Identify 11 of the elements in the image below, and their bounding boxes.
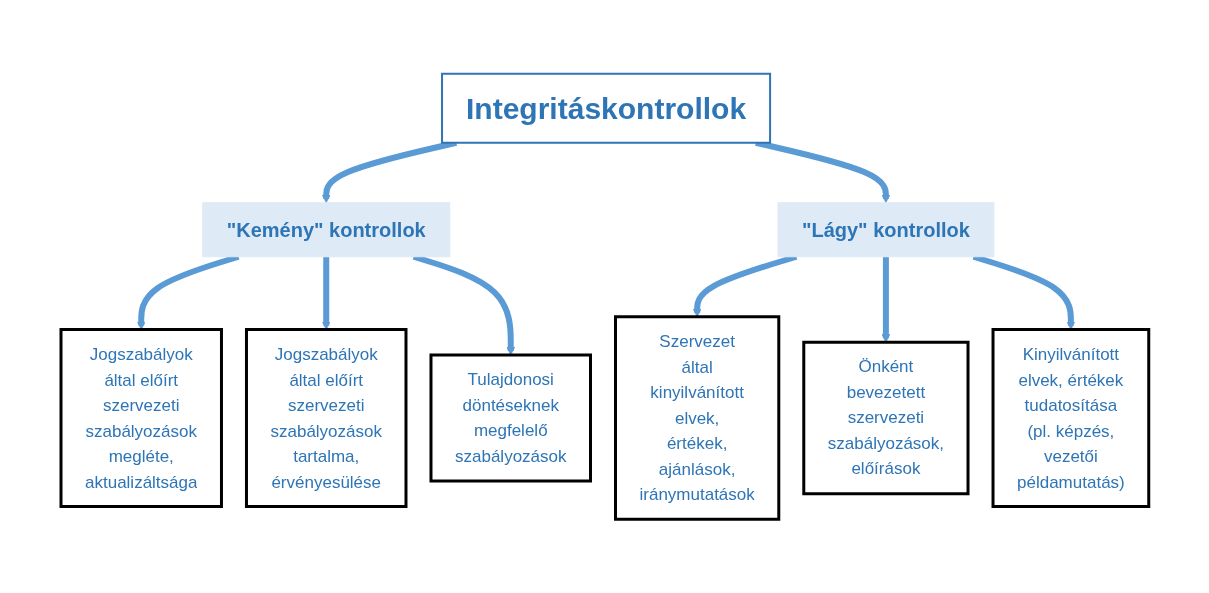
node-box: Integritáskontrollok [440, 72, 771, 144]
arrow [881, 256, 890, 343]
node-box: Tulajdonosi döntéseknek megfelelő szabályozások [429, 353, 592, 483]
node-box: Jogszabályok által előírt szervezeti szabályozások megléte, aktualizáltsága [59, 328, 223, 508]
arrow [321, 256, 331, 330]
node-box: "Kemény" kontrollok [201, 202, 450, 258]
node-box: Önként bevezetett szervezeti szabályozások, előírások [801, 340, 970, 496]
node-box: Kinyilvánított elvek, értékek tudatosítása (pl. képzés, vezetői példamutatás) [991, 328, 1150, 508]
node-box: "Lágy" kontrollok [777, 202, 994, 258]
node-box: Jogszabályok által előírt szervezeti szabályozások tartalma, érvényesülése [244, 328, 408, 508]
node-box: Szervezet által kinyilvánított elvek, értékek, ajánlások, iránymutatások [613, 315, 780, 521]
